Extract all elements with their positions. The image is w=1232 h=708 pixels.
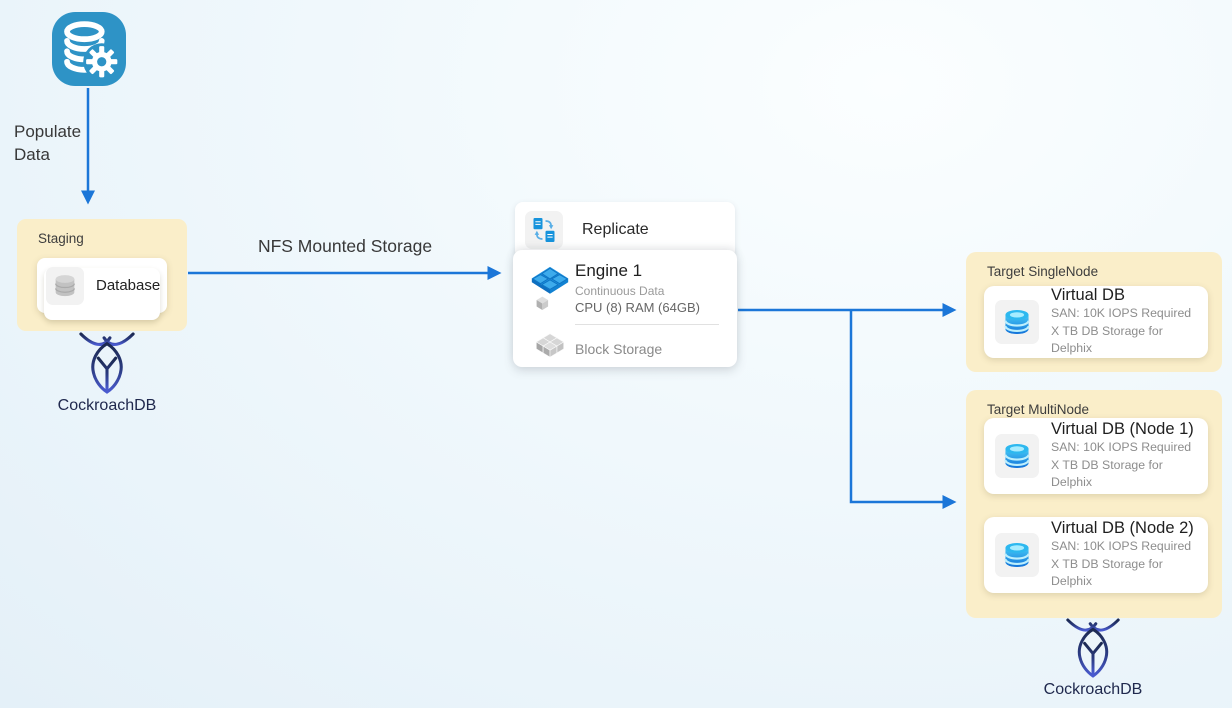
virtual-db-node2-line1: SAN: 10K IOPS Required [1051, 538, 1192, 553]
engine-to-multinode-arrow [849, 310, 957, 509]
engine-title: Engine 1 [575, 261, 643, 280]
target-multinode-title: Target MultiNode [987, 402, 1090, 417]
target-cockroachdb-logo: CockroachDB [1038, 618, 1148, 699]
virtual-db-line1: SAN: 10K IOPS Required [1051, 305, 1192, 320]
virtual-db-node2-line2: X TB DB Storage for Delphix [1051, 556, 1163, 589]
block-storage-label: Block Storage [575, 341, 663, 357]
staging-cockroachdb-logo: CockroachDB [47, 332, 167, 415]
staging-logo-label: CockroachDB [57, 397, 157, 414]
replicate-icon-tile [525, 211, 563, 249]
target-singlenode-title: Target SingleNode [987, 264, 1099, 279]
virtual-db-node2-card: Virtual DB (Node 2) SAN: 10K IOPS Requir… [984, 517, 1208, 593]
engine-subtitle-2: CPU (8) RAM (64GB) [575, 300, 700, 315]
cockroachdb-bug-logo [79, 332, 135, 394]
virtual-db-icon [1004, 543, 1030, 567]
target-singlenode-group: Target SingleNode [966, 252, 1222, 372]
virtual-db-icon [1004, 444, 1030, 468]
staging-group: Staging Database [17, 219, 187, 331]
target-multinode-group: Target MultiNode Virtual DB (Node 1) SAN… [966, 390, 1222, 618]
database-card: Database [37, 258, 167, 320]
virtual-db-title: Virtual DB [1051, 285, 1125, 304]
block-storage-cubes-icon [535, 333, 565, 358]
replicate-sync-icon [533, 218, 555, 242]
virtual-db-icon [1004, 310, 1030, 334]
engine-card: Engine 1 Continuous Data CPU (8) RAM (64… [513, 250, 737, 367]
replicate-label: Replicate [582, 221, 649, 238]
virtual-db-node2-title: Virtual DB (Node 2) [1051, 518, 1194, 537]
database-icon-tile [46, 266, 84, 305]
virtual-db-icon-tile [995, 434, 1039, 478]
target-logo-label: CockroachDB [1043, 681, 1143, 698]
block-storage-icon-wrap [525, 333, 575, 365]
virtual-db-icon-tile [995, 300, 1039, 344]
virtual-db-node1-line1: SAN: 10K IOPS Required [1051, 439, 1192, 454]
database-gear-icon [52, 12, 126, 86]
engine-cube-grid-icon [531, 266, 569, 310]
virtual-db-card: Virtual DB SAN: 10K IOPS Required X TB D… [984, 286, 1208, 358]
virtual-db-node1-line2: X TB DB Storage for Delphix [1051, 457, 1163, 490]
virtual-db-node1-title: Virtual DB (Node 1) [1051, 419, 1194, 438]
virtual-db-icon-tile [995, 533, 1039, 577]
populate-data-label: Populate Data [14, 122, 82, 165]
cockroachdb-bug-logo [1066, 618, 1120, 678]
engine-icon-wrap [525, 261, 575, 313]
engine-card-divider [575, 324, 719, 325]
replicate-card: Replicate [515, 202, 735, 258]
staging-group-title: Staging [38, 231, 84, 246]
database-card-label: Database [96, 277, 161, 294]
nfs-mounted-storage-label: NFS Mounted Storage [257, 236, 433, 256]
populate-source [52, 12, 126, 86]
engine-subtitle-1: Continuous Data [575, 284, 665, 298]
virtual-db-node1-card: Virtual DB (Node 1) SAN: 10K IOPS Requir… [984, 418, 1208, 494]
virtual-db-line2: X TB DB Storage for Delphix [1051, 323, 1163, 356]
database-icon [55, 274, 75, 296]
